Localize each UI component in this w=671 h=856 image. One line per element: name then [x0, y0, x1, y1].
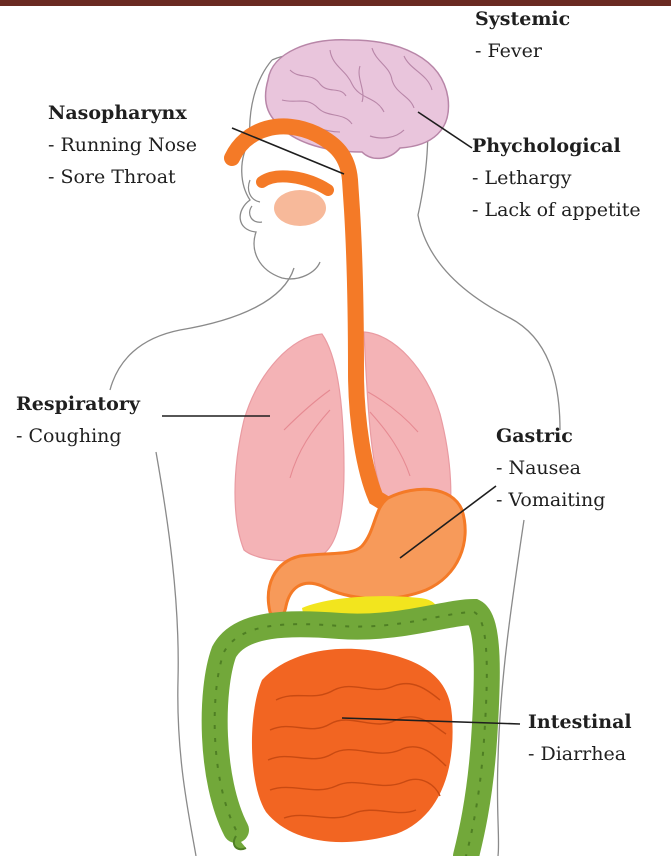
small-intestine [252, 649, 453, 842]
respiratory-title: Respiratory [16, 388, 140, 420]
respiratory-label: Respiratory - Coughing [16, 388, 140, 452]
intestinal-item: - Diarrhea [528, 738, 632, 770]
systemic-item: - Fever [475, 35, 570, 67]
gastric-label: Gastric - Nausea - Vomaiting [496, 420, 605, 516]
psychological-item: - Lethargy [472, 162, 641, 194]
gastric-item: - Vomaiting [496, 484, 605, 516]
intestinal-label: Intestinal - Diarrhea [528, 706, 632, 770]
systemic-title: Systemic [475, 3, 570, 35]
nasopharynx-item: - Running Nose [48, 129, 197, 161]
psychological-item: - Lack of appetite [472, 194, 641, 226]
gastric-item: - Nausea [496, 452, 605, 484]
psychological-title: Phychological [472, 130, 641, 162]
psychological-label: Phychological - Lethargy - Lack of appet… [472, 130, 641, 226]
nasopharynx-title: Nasopharynx [48, 97, 197, 129]
systemic-label: Systemic - Fever [475, 3, 570, 67]
intestinal-title: Intestinal [528, 706, 632, 738]
nasopharynx-item: - Sore Throat [48, 161, 197, 193]
brain [266, 40, 449, 159]
respiratory-item: - Coughing [16, 420, 140, 452]
gastric-title: Gastric [496, 420, 605, 452]
nasopharynx-label: Nasopharynx - Running Nose - Sore Throat [48, 97, 197, 193]
